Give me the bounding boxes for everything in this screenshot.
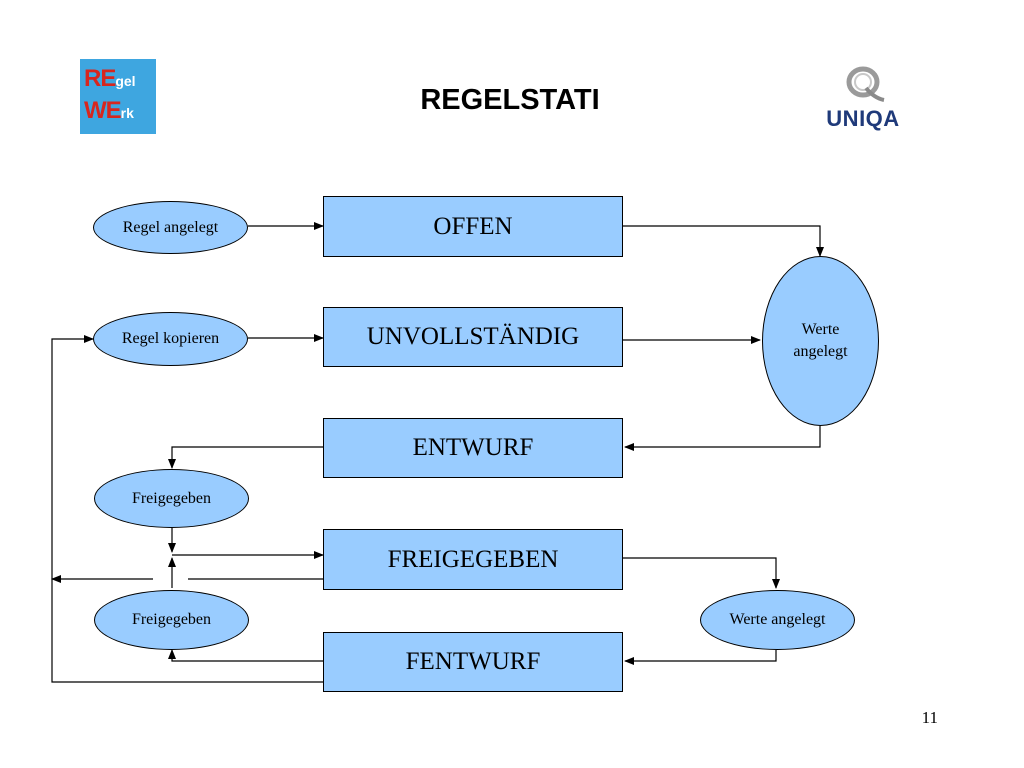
event-regel-kopieren: Regel kopieren	[93, 312, 248, 366]
regelwerk-logo: REgel WErk	[80, 59, 156, 134]
event-regel-angelegt: Regel angelegt	[93, 201, 248, 254]
uniqa-mark-icon	[846, 66, 885, 102]
event-werte-angelegt: Werte angelegt	[762, 256, 879, 426]
state-offen: OFFEN	[323, 196, 623, 257]
event-werte-angelegt-bottom: Werte angelegt	[700, 590, 855, 650]
slide-title: REGELSTATI	[420, 84, 600, 116]
event-werte-angelegt-label: Werte angelegt	[793, 321, 848, 360]
page-number: 11	[921, 708, 938, 727]
uniqa-wordmark: UNIQA	[826, 106, 900, 131]
arrow-offen-werte-angelegt	[623, 225, 824, 257]
state-entwurf: ENTWURF	[323, 418, 623, 478]
state-freigegeben: FREIGEGEBEN	[323, 529, 623, 590]
event-freigegeben-bottom: Freigegeben	[94, 590, 249, 650]
state-fentwurf: FENTWURF	[323, 632, 623, 692]
arrow-entwurf-freigegeben	[168, 446, 323, 469]
uniqa-logo: UNIQA	[820, 64, 910, 134]
arrow-freigegeben-werte-angelegt	[623, 557, 780, 589]
arrow-werte-angelegt-fentwurf	[624, 650, 777, 665]
arrow-fentwurf-freigegeben	[168, 649, 323, 662]
arrow-werte-angelegt-entwurf	[624, 426, 821, 451]
arrow-fentwurf-regel-kopieren	[51, 335, 323, 683]
event-freigegeben-top: Freigegeben	[94, 469, 249, 528]
state-unvollstaendig: UNVOLLSTÄNDIG	[323, 307, 623, 367]
